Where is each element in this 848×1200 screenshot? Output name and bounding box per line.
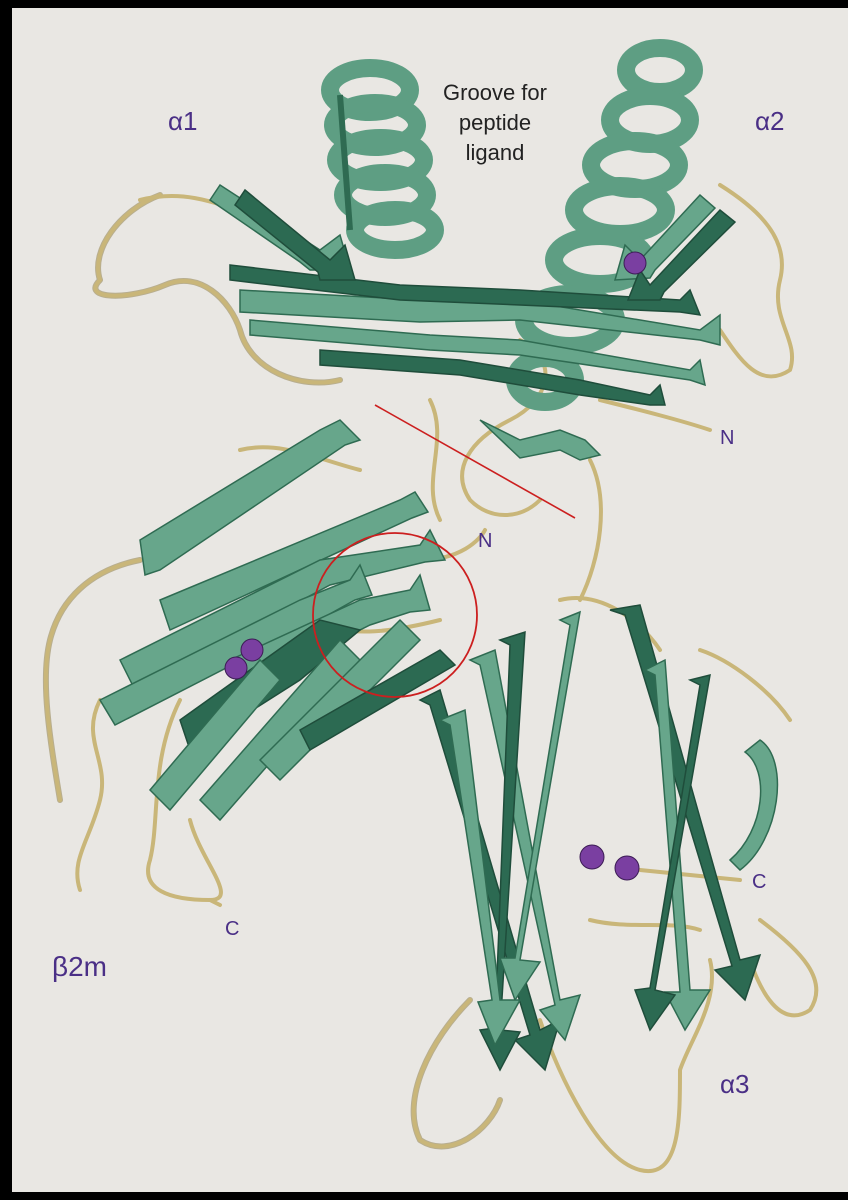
beta2m-label: β2m (52, 951, 107, 982)
atom (580, 845, 604, 869)
alpha1-label: α1 (168, 106, 198, 136)
c-terminus-label-left: C (225, 918, 239, 940)
alpha3-label: α3 (720, 1069, 750, 1099)
groove-label-line1: Groove for (443, 80, 547, 105)
alpha2-label: α2 (755, 106, 785, 136)
n-terminus-label-mid: N (478, 530, 492, 552)
c-terminus-label-right: C (752, 871, 766, 893)
atom (225, 657, 247, 679)
groove-label-line2: peptide (459, 110, 531, 135)
atom (615, 856, 639, 880)
groove-label-line3: ligand (466, 140, 525, 165)
atom (241, 639, 263, 661)
n-terminus-label-top: N (720, 427, 734, 449)
atom (624, 252, 646, 274)
